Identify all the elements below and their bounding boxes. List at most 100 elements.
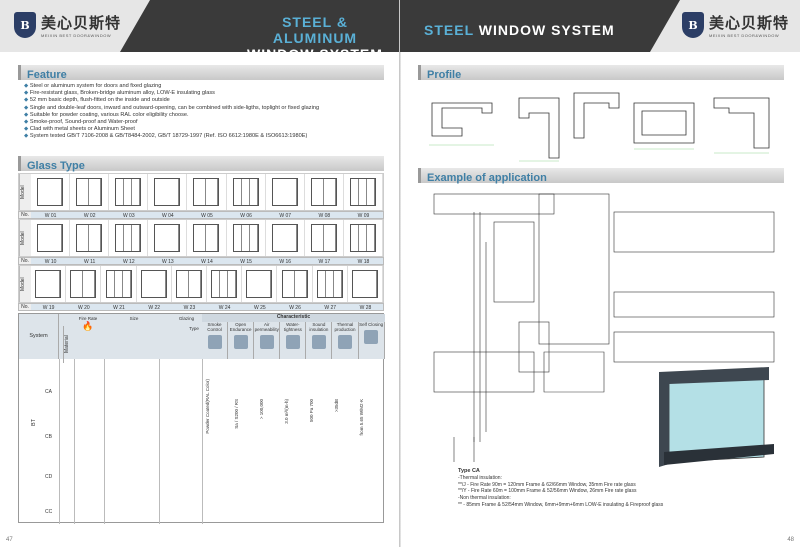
spec-table-header: System Material Fire Rate 🔥 Size Glazing…: [19, 314, 385, 363]
glass-model-cell: [70, 220, 110, 256]
window-diagram-icon: [76, 224, 103, 252]
glass-model-number: W 10: [44, 259, 57, 265]
characteristic-label: Smoke Control: [207, 322, 222, 332]
feature-item: 52 mm basic depth, flush-fitted on the i…: [24, 97, 384, 104]
window-diagram-icon: [193, 224, 220, 252]
glass-model-cell: [148, 220, 188, 256]
title-line-2: WINDOW SYSTEM: [247, 46, 383, 62]
no-label: No.: [19, 258, 31, 264]
characteristic-label: Water-tightness: [283, 322, 302, 332]
characteristic-label: Air permeability: [254, 322, 279, 332]
glass-model-cell: [227, 174, 266, 210]
characteristic-column: Open Endurance: [228, 322, 255, 359]
application-drawings: [433, 193, 775, 467]
window-diagram-icon: [140, 270, 167, 298]
glass-model-number: W 09: [357, 213, 370, 219]
window-diagram-icon: [281, 270, 308, 298]
application-heading: Example of application: [427, 172, 547, 184]
glass-model-cell: [305, 220, 344, 256]
system-bt: BT: [31, 419, 37, 427]
wall-bottom: [433, 351, 535, 393]
glass-model-cell: [31, 266, 67, 302]
glass-model-cell: [187, 220, 227, 256]
glass-model-number: W 14: [201, 259, 213, 265]
feature-item: Clad with metal sheets or Aluminum Sheet: [24, 126, 384, 133]
glass-model-number: W 25: [253, 305, 266, 311]
feature-list: Steel or aluminum system for doors and f…: [24, 83, 384, 141]
window-diagram-icon: [271, 224, 298, 252]
glass-model-number: W 23: [183, 305, 196, 311]
window-diagram-icon: [271, 178, 298, 206]
type-note: -Thermal insulation:: [458, 474, 502, 481]
glass-model-row: Model: [18, 265, 384, 303]
glass-model-cell: [344, 220, 383, 256]
window-corner-3d: [659, 367, 774, 467]
glass-model-number: W 15: [240, 259, 252, 265]
glass-model-number: W 07: [279, 213, 292, 219]
glass-model-row: Model: [18, 173, 384, 211]
glass-model-number: W 08: [318, 213, 331, 219]
profile-section-1: [431, 102, 493, 137]
glass-model-number: W 27: [324, 305, 337, 311]
air-value: 3.0 m³/(m·h): [284, 399, 289, 424]
finish-value: Powder Coated(RAL Color): [205, 379, 210, 434]
glass-model-cell: [266, 174, 305, 210]
window-diagram-icon: [310, 224, 337, 252]
plan-section-bottom: [613, 331, 775, 363]
characteristic-column: Sound insulation: [306, 322, 333, 359]
characteristic-icon: [364, 330, 379, 344]
characteristic-icon: [338, 335, 353, 349]
col-divider: [59, 359, 60, 524]
thermal-value: from 5.65 W/M2·K: [359, 399, 364, 436]
window-diagram-icon: [310, 178, 337, 206]
system-header: System: [19, 314, 59, 359]
profile-drawings: [429, 92, 770, 162]
water-value: 500 Pa 700: [309, 399, 314, 423]
spec-table-body: BT CA CB CD CC Powder Coated(RAL Color) …: [19, 359, 385, 524]
window-diagram-icon: [211, 270, 238, 298]
characteristic-column: Thermal production: [333, 322, 359, 359]
glass-model-number: W 19: [42, 305, 55, 311]
glass-model-cell: [348, 266, 384, 302]
feature-section-bar: Feature: [18, 65, 384, 81]
characteristic-icon: [207, 335, 222, 349]
glass-model-cell: [305, 174, 344, 210]
page-number-right: 48: [787, 537, 794, 543]
type-ca-notes: Type CA -Thermal insulation: **/J - Fire…: [458, 468, 788, 509]
right-page: STEEL WINDOW SYSTEM B 美心贝斯特 MEIXIN BEST …: [400, 0, 800, 547]
no-label: No.: [19, 304, 31, 310]
window-diagram-icon: [154, 224, 181, 252]
window-diagram-icon: [246, 270, 273, 298]
glass-model-cell: [187, 174, 227, 210]
glass-model-number: W 06: [240, 213, 252, 219]
characteristic-column: Air permeability: [254, 322, 281, 359]
page-number-left: 47: [6, 537, 13, 543]
glass-model-cell: [31, 174, 71, 210]
row-cb: CB: [45, 434, 52, 440]
col-divider: [74, 359, 75, 524]
glass-model-cell: [207, 266, 243, 302]
fire-rate-header: Fire Rate 🔥: [74, 316, 102, 353]
feature-item: System tested GB/T 7106-2008 & GB/T8484-…: [24, 133, 384, 140]
glass-model-number: W 18: [357, 259, 370, 265]
glass-model-cell: [148, 174, 188, 210]
glass-model-number: W 28: [359, 305, 372, 311]
application-section-bar: Example of application: [418, 168, 784, 184]
window-diagram-icon: [349, 178, 376, 206]
glass-model-cell: [277, 266, 313, 302]
characteristic-label: Thermal production: [334, 322, 356, 332]
plan-section-top: [613, 211, 775, 253]
glass-model-number: W 04: [162, 213, 174, 219]
material-header: Material: [63, 326, 70, 363]
profile-section-3: [573, 92, 620, 139]
plan-section-mid: [613, 291, 775, 318]
model-label: Model: [19, 266, 31, 302]
profile-heading: Profile: [427, 69, 462, 81]
glass-model-cell: [109, 220, 149, 256]
no-label: No.: [19, 212, 31, 218]
feature-item: Steel or aluminum system for doors and f…: [24, 83, 384, 90]
left-page: B 美心贝斯特 MEIXIN BEST DOOR&WINDOW STEEL & …: [0, 0, 400, 547]
window-diagram-icon: [115, 224, 142, 252]
